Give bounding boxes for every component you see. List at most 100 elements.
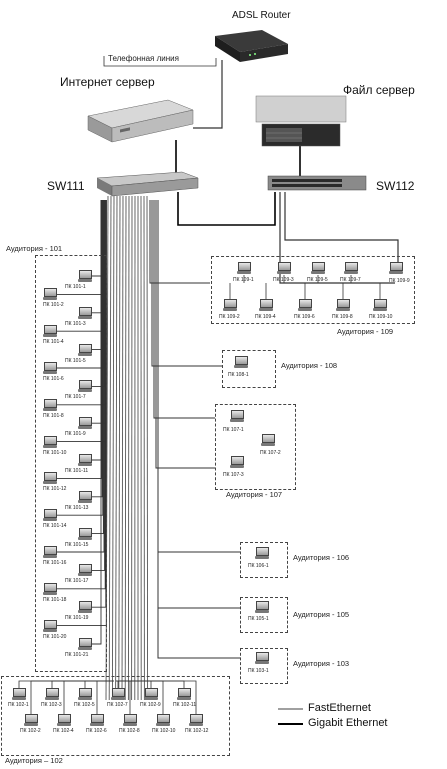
room101-cable (57, 200, 106, 590)
pc-label: ПК 101-14 (43, 523, 67, 530)
room101-cable (92, 200, 106, 571)
pc-icon (234, 356, 248, 369)
pc-icon (78, 380, 92, 393)
pc-icon (43, 582, 57, 596)
room101-cable (57, 200, 103, 479)
pc-label: ПК 102-4 (53, 728, 74, 734)
pc-icon (78, 527, 92, 541)
sw112-switch-icon (267, 175, 367, 191)
adsl-router-icon (215, 30, 288, 62)
pc-icon (336, 299, 350, 312)
room102-cable (96, 680, 114, 714)
pc-label: ПК 105-1 (248, 616, 269, 622)
pc-icon (12, 688, 26, 701)
pc-icon (78, 564, 92, 577)
room101-cable (92, 200, 102, 645)
room-108-label: Аудитория - 108 (281, 361, 338, 370)
router-label: ADSL Router (232, 10, 291, 21)
room-trunk-cable (151, 200, 222, 367)
room101-cable (92, 200, 104, 535)
phone-line-cable (103, 56, 217, 67)
pc-icon (43, 362, 57, 375)
pc-icon (78, 490, 92, 504)
room-102-box (1, 676, 230, 756)
pc-icon (144, 688, 158, 701)
pc-label: ПК 101-20 (43, 633, 67, 640)
bundle-cable (127, 195, 130, 701)
pc-icon (261, 434, 275, 447)
pc-label: ПК 109-1 (233, 277, 254, 283)
pc-icon (78, 638, 92, 651)
room101-cable (57, 200, 104, 516)
pc-label: ПК 109-9 (389, 278, 410, 284)
pc-icon (373, 299, 387, 312)
pc-icon (123, 714, 137, 727)
pc-icon (78, 306, 92, 320)
room-trunk-cable (149, 200, 210, 284)
room-101-label: Аудитория - 101 (6, 244, 63, 253)
pc-label: ПК 101-1 (65, 284, 86, 290)
sw112-room109-cable (284, 192, 399, 262)
pc-icon (298, 299, 312, 312)
pc-icon (78, 601, 92, 614)
pc-label: ПК 106-1 (248, 563, 269, 569)
pc-icon (43, 619, 57, 633)
pc-icon (43, 435, 57, 449)
pc-icon (230, 410, 244, 423)
pc-label: ПК 109-4 (255, 314, 276, 320)
pc-label: ПК 101-17 (65, 578, 89, 585)
pc-icon (156, 714, 170, 727)
pc-icon (189, 714, 203, 727)
pc-icon (45, 688, 59, 701)
pc-icon (43, 509, 57, 522)
pc-label: ПК 102-1 (8, 702, 29, 708)
pc-label: ПК 101-18 (43, 596, 67, 603)
pc-icon (259, 299, 273, 312)
pc-label: ПК 101-2 (43, 302, 64, 309)
pc-label: ПК 108-1 (228, 372, 249, 378)
pc-label: ПК 107-2 (260, 450, 281, 456)
pc-label: ПК 101-16 (43, 560, 67, 566)
sw112-label: SW112 (376, 179, 415, 193)
room-102-label: Аудитория – 102 (5, 756, 63, 765)
internet-server-icon (87, 99, 194, 143)
bundle-cable (115, 195, 118, 701)
pc-label: ПК 102-5 (74, 702, 95, 708)
room-trunk-cable (155, 200, 215, 469)
pc-label: ПК 101-13 (65, 504, 89, 511)
pc-icon (344, 262, 358, 275)
pc-label: ПК 102-7 (107, 702, 128, 708)
pc-icon (90, 714, 104, 727)
room-109-label: Аудитория - 109 (337, 327, 394, 336)
pc-icon (177, 688, 191, 701)
room-106-label: Аудитория - 106 (293, 553, 350, 562)
room101-cable (57, 200, 105, 553)
pc-icon (311, 262, 325, 275)
pc-label: ПК 101-8 (43, 412, 64, 419)
room-105-label: Аудитория - 105 (293, 610, 350, 619)
room102-cable (120, 680, 197, 714)
file-server-icon (255, 95, 347, 147)
sw112-room109-trunk (279, 192, 395, 284)
pc-icon (78, 688, 92, 701)
pc-label: ПК 107-1 (223, 427, 244, 433)
pc-icon (43, 325, 57, 338)
pc-label: ПК 102-11 (173, 702, 197, 708)
pc-icon (78, 270, 92, 283)
file-server-label: Файл сервер (343, 83, 415, 97)
pc-icon (255, 652, 269, 665)
bundle-cable (146, 195, 149, 701)
cables (18, 56, 399, 714)
pc-label: ПК 101-7 (65, 394, 86, 401)
pc-icon (255, 601, 269, 614)
pc-label: ПК 109-5 (307, 277, 328, 283)
sw111-sw112-cable (177, 192, 276, 226)
router-server-cable (193, 60, 223, 129)
pc-label: ПК 102-6 (86, 728, 107, 734)
pc-icon (78, 343, 92, 357)
pc-icon (111, 688, 125, 701)
bundle-cable (111, 195, 115, 701)
pc-icon (78, 417, 92, 430)
room-109-box (211, 256, 415, 324)
sw111-label: SW111 (47, 179, 85, 193)
